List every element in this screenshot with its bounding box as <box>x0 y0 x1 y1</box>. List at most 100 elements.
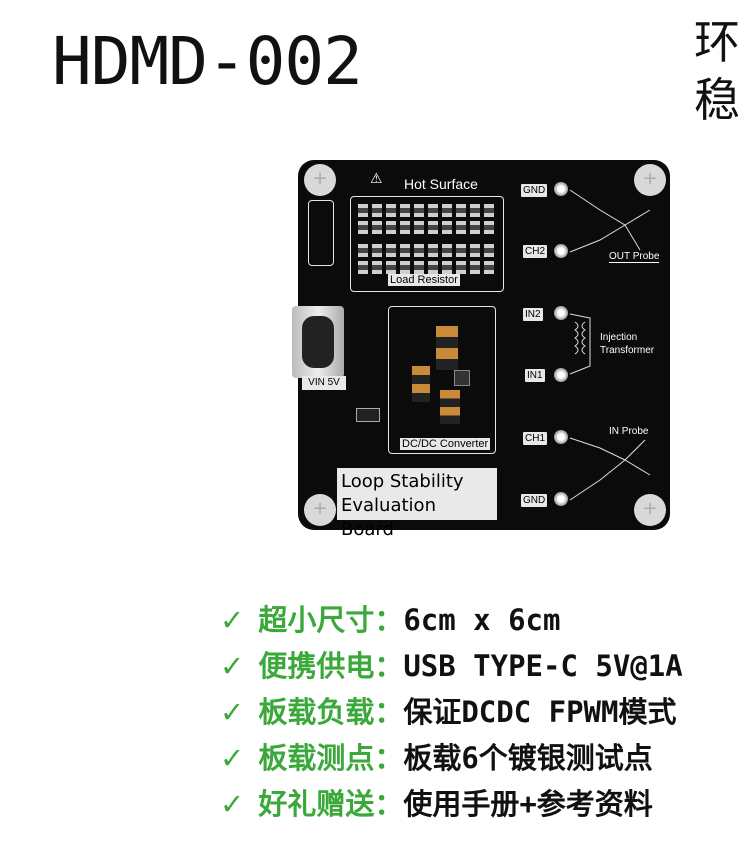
resistor <box>456 221 466 234</box>
pin-label-ch2: CH2 <box>523 245 548 258</box>
dcdc-label: DC/DC Converter <box>400 438 491 450</box>
resistor <box>372 261 382 274</box>
ic-chip <box>454 370 470 386</box>
resistor <box>386 244 396 257</box>
mounting-hole <box>634 494 666 526</box>
side-text-2: 稳 <box>694 73 740 127</box>
test-point[interactable] <box>554 182 568 196</box>
check-icon: ✓ <box>220 603 245 637</box>
pin-label-in1: IN1 <box>525 369 545 382</box>
resistor <box>358 261 368 274</box>
feature-value: 板载6个镀银测试点 <box>403 741 653 775</box>
resistor <box>358 204 368 217</box>
resistor <box>400 244 410 257</box>
resistor <box>372 221 382 234</box>
feature-item: ✓ 板载测点：板载6个镀银测试点 <box>220 740 653 776</box>
test-point[interactable] <box>554 492 568 506</box>
feature-value: 使用手册+参考资料 <box>403 787 653 821</box>
resistor <box>442 204 452 217</box>
test-point[interactable] <box>554 306 568 320</box>
injection-label: Injection <box>600 332 638 343</box>
capacitor <box>440 390 460 424</box>
mounting-hole <box>634 164 666 196</box>
feature-label: 超小尺寸： <box>258 603 404 637</box>
diode <box>356 408 380 422</box>
resistor <box>442 221 452 234</box>
feature-item: ✓ 超小尺寸：6cm x 6cm <box>220 602 560 638</box>
pin-label-gnd: GND <box>521 494 548 507</box>
test-point[interactable] <box>554 368 568 382</box>
board-name-box: Loop Stability Evaluation Board <box>337 468 497 540</box>
transformer-label: Transformer <box>600 345 655 356</box>
resistor <box>456 261 466 274</box>
resistor <box>358 244 368 257</box>
mounting-hole <box>304 164 336 196</box>
in-probe-label: IN Probe <box>609 426 649 437</box>
test-point[interactable] <box>554 244 568 258</box>
resistor <box>386 204 396 217</box>
resistor <box>358 221 368 234</box>
resistor <box>442 244 452 257</box>
feature-label: 板载测点： <box>258 741 404 775</box>
resistor <box>470 244 480 257</box>
board-name-line1: Loop Stability <box>341 471 464 492</box>
logo-silkscreen <box>308 200 334 266</box>
resistor <box>456 244 466 257</box>
model-title: HDMD-002 <box>52 23 363 100</box>
check-icon: ✓ <box>220 649 245 683</box>
side-text-1: 环 <box>694 15 740 69</box>
resistor <box>372 244 382 257</box>
resistor <box>386 221 396 234</box>
feature-item: ✓ 好礼赠送：使用手册+参考资料 <box>220 786 653 822</box>
load-resistor-label: Load Resistor <box>388 274 460 286</box>
resistor <box>484 261 494 274</box>
resistor <box>386 261 396 274</box>
resistor <box>428 204 438 217</box>
resistor <box>414 221 424 234</box>
resistor <box>470 221 480 234</box>
mounting-hole <box>304 494 336 526</box>
feature-value: USB TYPE-C 5V@1A <box>403 649 683 683</box>
feature-value: 保证DCDC FPWM模式 <box>403 695 677 729</box>
pin-label-in2: IN2 <box>523 308 543 321</box>
resistor <box>414 204 424 217</box>
resistor <box>470 261 480 274</box>
resistor <box>428 244 438 257</box>
resistor <box>470 204 480 217</box>
resistor <box>428 221 438 234</box>
feature-item: ✓ 便携供电：USB TYPE-C 5V@1A <box>220 648 683 684</box>
feature-label: 板载负载： <box>258 695 404 729</box>
resistor <box>484 244 494 257</box>
usb-c-connector <box>292 306 344 378</box>
resistor <box>414 261 424 274</box>
resistor <box>414 244 424 257</box>
resistor <box>484 204 494 217</box>
capacitor <box>412 366 430 402</box>
resistor <box>442 261 452 274</box>
feature-label: 好礼赠送： <box>258 787 404 821</box>
resistor <box>400 221 410 234</box>
dcdc-box <box>388 306 496 454</box>
pin-label-gnd: GND <box>521 184 548 197</box>
resistor <box>400 261 410 274</box>
check-icon: ✓ <box>220 695 245 729</box>
board-name-line2: Evaluation Board <box>341 495 436 540</box>
hot-surface-label: Hot Surface <box>404 176 478 192</box>
resistor <box>372 204 382 217</box>
resistor <box>456 204 466 217</box>
check-icon: ✓ <box>220 741 245 775</box>
feature-value: 6cm x 6cm <box>403 603 561 637</box>
hot-surface-icon: ⚠ <box>370 170 383 186</box>
pin-label-ch1: CH1 <box>523 432 548 445</box>
check-icon: ✓ <box>220 787 245 821</box>
out-probe-label: OUT Probe <box>609 251 660 263</box>
inductor <box>436 326 458 370</box>
feature-item: ✓ 板载负载：保证DCDC FPWM模式 <box>220 694 676 730</box>
load-resistor-box <box>350 196 504 292</box>
feature-label: 便携供电： <box>258 649 404 683</box>
resistor <box>428 261 438 274</box>
resistor <box>484 221 494 234</box>
vin-label: VIN 5V <box>302 376 346 390</box>
test-point[interactable] <box>554 430 568 444</box>
